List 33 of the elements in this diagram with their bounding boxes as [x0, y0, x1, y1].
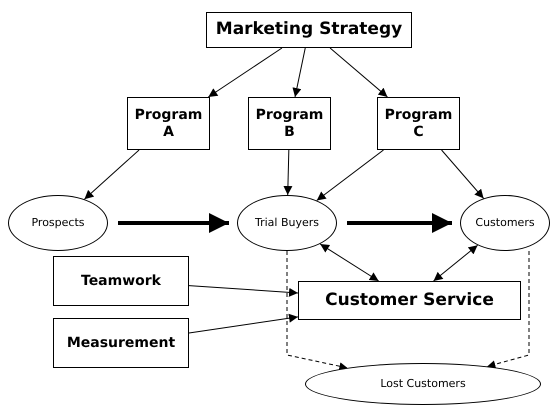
node-label: Customers — [475, 216, 535, 230]
thick-arrow — [347, 213, 452, 233]
arrow — [292, 48, 306, 98]
process-box — [53, 256, 189, 306]
process-box — [298, 281, 521, 320]
process-box — [248, 97, 331, 150]
node-label: Teamwork — [81, 272, 161, 290]
node-label: Measurement — [66, 334, 176, 352]
process-box — [206, 12, 412, 48]
arrow — [84, 150, 140, 200]
arrow — [316, 150, 384, 201]
dashed-arrow — [286, 250, 348, 370]
process-box — [127, 97, 210, 150]
arrow — [188, 285, 298, 297]
arrow — [283, 150, 292, 196]
process-box — [53, 318, 189, 368]
arrow — [330, 48, 388, 98]
node-label: Marketing Strategy — [216, 20, 402, 40]
process-box — [377, 97, 460, 150]
arrow — [188, 314, 298, 334]
node-label: Prospects — [31, 216, 85, 230]
node-label: Lost Customers — [380, 378, 466, 390]
node-label: Program A — [134, 107, 204, 140]
arrow — [208, 48, 282, 98]
node-label: Customer Service — [325, 290, 494, 310]
thick-arrow — [118, 213, 229, 233]
node-label: Program C — [384, 107, 454, 140]
arrow — [433, 244, 478, 282]
arrow — [320, 243, 380, 282]
arrow — [441, 150, 484, 199]
node-label: Trial Buyers — [254, 216, 320, 230]
dashed-arrow — [486, 250, 530, 368]
node-label: Program B — [254, 107, 324, 140]
